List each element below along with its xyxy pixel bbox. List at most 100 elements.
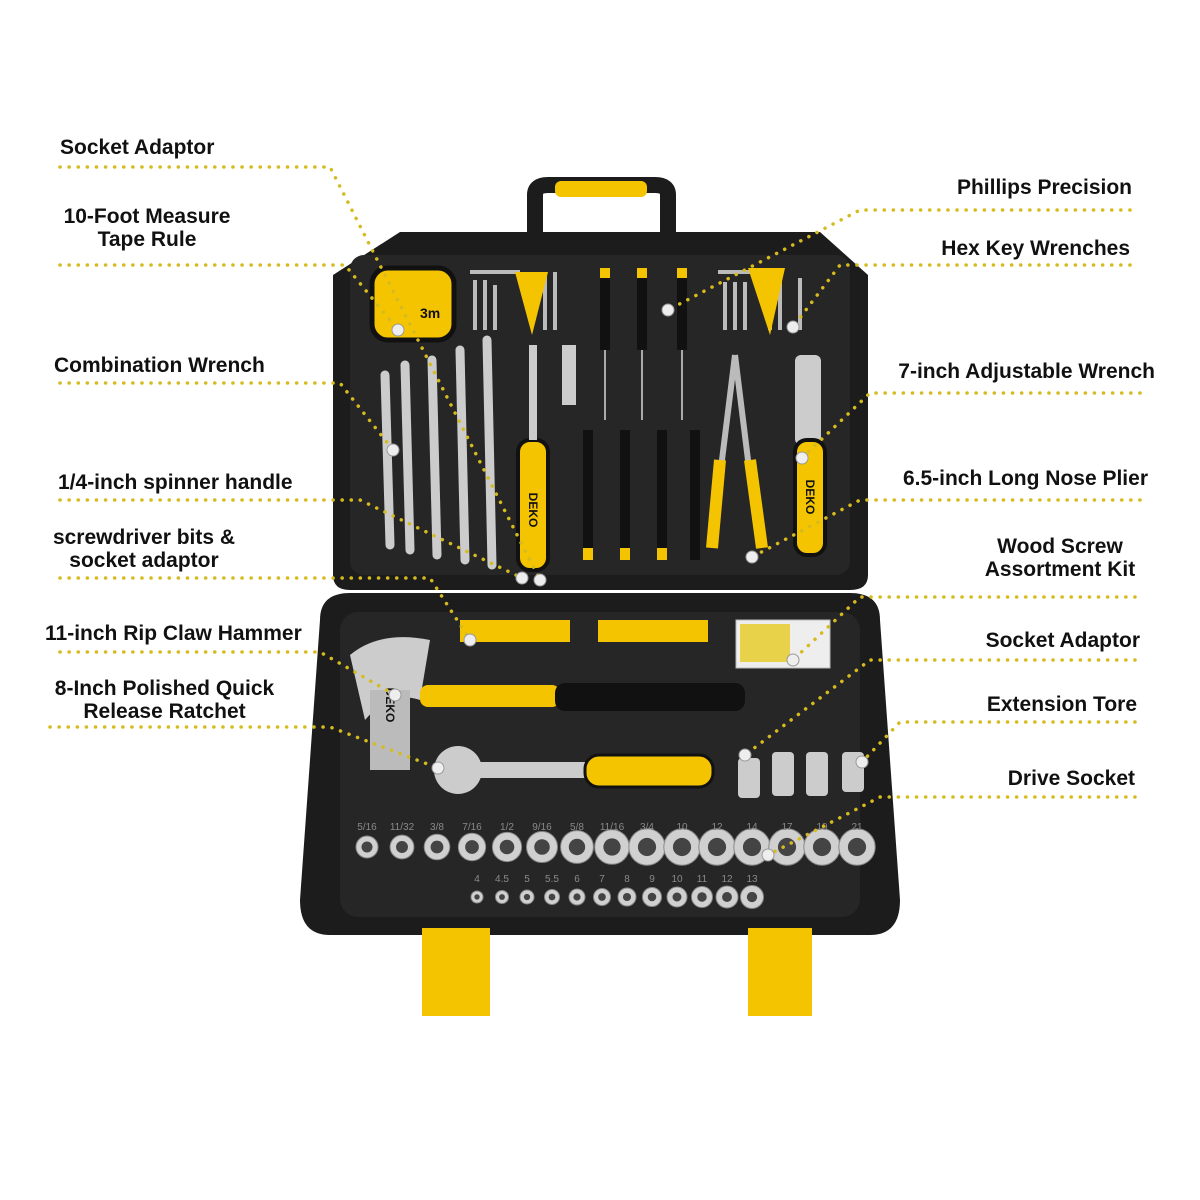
socket-size-label: 3/8 xyxy=(430,822,444,833)
socket-size-label: 6 xyxy=(574,874,580,885)
socket-size-label: 14 xyxy=(746,822,758,833)
socket-hole xyxy=(707,837,727,857)
tape-measure xyxy=(369,265,457,343)
label-phillips-precision: Phillips Precision xyxy=(956,176,1132,199)
socket-hole xyxy=(672,837,692,857)
socket-size-label: 13 xyxy=(746,874,758,885)
socket-hole xyxy=(548,893,556,901)
socket-hole xyxy=(499,894,505,900)
callout-dot xyxy=(515,571,529,585)
label-spinner-handle: 1/4-inch spinner handle xyxy=(58,471,293,494)
socket-size-label: 5/16 xyxy=(357,822,377,833)
socket-size-label: 10 xyxy=(676,822,688,833)
socket-size-label: 19 xyxy=(816,822,828,833)
leader-line xyxy=(860,720,1137,764)
socket-hole xyxy=(523,893,531,901)
leader-line xyxy=(58,165,542,582)
leader-line xyxy=(58,498,524,580)
callout-dot xyxy=(786,320,800,334)
socket-hole xyxy=(465,840,479,854)
socket-size-label: 9 xyxy=(649,874,655,885)
precision-screwdrivers xyxy=(583,268,700,560)
socket-hole xyxy=(777,837,797,857)
callout-dot xyxy=(388,688,402,702)
socket-hole xyxy=(361,841,373,853)
label-wood-screw-kit: Wood Screw Assortment Kit xyxy=(984,535,1136,581)
socket-size-label: 4.5 xyxy=(495,874,509,885)
label-combination-wrench: Combination Wrench xyxy=(54,354,265,377)
label-drive-socket: Drive Socket xyxy=(1007,767,1135,790)
socket-hole xyxy=(499,839,515,855)
socket-hole xyxy=(722,892,732,902)
leader-line xyxy=(766,795,1137,857)
socket-size-label: 12 xyxy=(711,822,723,833)
callout-dot xyxy=(761,848,775,862)
callout-dot xyxy=(431,761,445,775)
socket-size-label: 12 xyxy=(721,874,733,885)
callout-dot xyxy=(386,443,400,457)
ratchet xyxy=(434,746,715,794)
socket-hole xyxy=(430,840,444,854)
latch-left[interactable] xyxy=(422,928,490,1016)
bit-holder-right xyxy=(598,620,708,642)
drive-sockets-mid xyxy=(738,752,864,798)
socket-size-label: 5.5 xyxy=(545,874,559,885)
socket-hole xyxy=(812,837,832,857)
callout-dot xyxy=(533,573,547,587)
brand-logo-spinner: DEKO xyxy=(526,493,540,528)
socket-hole xyxy=(474,894,480,900)
socket-size-label: 11/32 xyxy=(390,822,415,833)
socket-hole xyxy=(603,838,621,856)
latch-right[interactable] xyxy=(748,928,812,1016)
socket-size-label: 17 xyxy=(781,822,793,833)
adjustable-wrench xyxy=(793,355,827,557)
socket-hole xyxy=(598,893,606,901)
socket-hole xyxy=(622,892,632,902)
socket-hole xyxy=(847,837,867,857)
socket-size-label: 4 xyxy=(474,874,480,885)
socket-hole xyxy=(396,841,408,853)
long-nose-plier xyxy=(706,354,768,549)
socket-size-label: 11 xyxy=(697,874,708,885)
callout-dot xyxy=(463,633,477,647)
brand-logo-wrench: DEKO xyxy=(803,480,817,515)
leader-line xyxy=(800,391,1142,460)
socket-hole xyxy=(746,891,758,903)
socket-hole xyxy=(647,892,657,902)
callout-dot xyxy=(795,451,809,465)
handle-grip xyxy=(555,181,647,197)
socket-hole xyxy=(637,837,657,857)
socket-hole xyxy=(568,838,586,856)
label-hex-key: Hex Key Wrenches xyxy=(941,237,1130,260)
callout-dot xyxy=(786,653,800,667)
socket-hole xyxy=(697,892,707,902)
leader-line xyxy=(58,576,472,642)
socket-hole xyxy=(573,893,581,901)
label-socket-adaptor-left: Socket Adaptor xyxy=(60,136,215,159)
socket-size-label: 3/4 xyxy=(640,822,654,833)
label-screwdriver-bits: screwdriver bits & socket adaptor xyxy=(52,526,236,572)
label-claw-hammer: 11-inch Rip Claw Hammer xyxy=(45,622,302,645)
leader-line xyxy=(58,650,397,697)
socket-size-label: 7/16 xyxy=(462,822,482,833)
callout-dot xyxy=(745,550,759,564)
leader-line xyxy=(743,658,1137,757)
leader-line xyxy=(666,208,1132,312)
label-socket-adaptor-right: Socket Adaptor xyxy=(985,629,1140,652)
socket-size-label: 11/16 xyxy=(600,822,625,833)
socket-size-label: 7 xyxy=(599,874,605,885)
label-measure-tape: 10-Foot Measure Tape Rule xyxy=(63,205,231,251)
label-ratchet: 8-Inch Polished Quick Release Ratchet xyxy=(54,677,275,723)
leader-line xyxy=(58,381,395,452)
leader-line xyxy=(791,263,1132,329)
bit-holder-left xyxy=(460,620,570,642)
socket-hole xyxy=(742,837,762,857)
combination-wrenches xyxy=(380,335,497,570)
leader-lines xyxy=(48,165,1142,862)
socket-hole xyxy=(672,892,682,902)
socket-hole xyxy=(534,839,550,855)
claw-hammer xyxy=(350,637,745,770)
socket-size-label: 9/16 xyxy=(532,822,552,833)
